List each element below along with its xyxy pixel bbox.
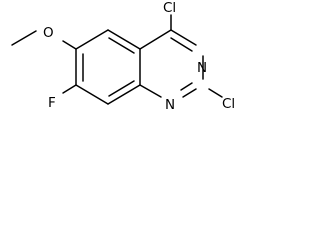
bond-c7-f bbox=[62, 84, 77, 94]
bond-c4a-c4 bbox=[139, 29, 172, 50]
bond-c5-c5-inner bbox=[108, 37, 135, 54]
bond-c2-cl bbox=[208, 88, 223, 98]
chlorine-atom-label-right: Cl bbox=[222, 96, 235, 112]
chlorine-atom-label-top: Cl bbox=[163, 0, 176, 16]
nitrogen-atom-label-lower: N bbox=[165, 97, 175, 113]
bond-c4-n3-inner bbox=[170, 37, 193, 52]
bond-c7-c8 bbox=[75, 84, 109, 105]
oxygen-atom-label: O bbox=[43, 25, 54, 41]
bond-c6-o bbox=[62, 40, 77, 50]
fluorine-atom-label: F bbox=[48, 95, 56, 111]
bond-c8-c8a bbox=[107, 84, 141, 105]
bond-c5-c6 bbox=[75, 29, 109, 50]
bond-c2-n1-inner bbox=[180, 82, 193, 91]
bond-c8-c8a-inner bbox=[108, 80, 135, 97]
atom-label-group: Cl Cl N N O F bbox=[43, 0, 235, 113]
bond-group bbox=[11, 14, 223, 105]
chemical-structure-diagram: Cl Cl N N O F bbox=[11, 0, 235, 113]
bond-o-methyl bbox=[11, 30, 37, 46]
nitrogen-atom-label-upper: N bbox=[197, 60, 207, 76]
bond-c4-n3 bbox=[170, 29, 197, 46]
bond-n1-c8a bbox=[139, 84, 162, 98]
bond-c4a-c5 bbox=[107, 29, 141, 50]
bond-c2-n1 bbox=[182, 88, 197, 98]
